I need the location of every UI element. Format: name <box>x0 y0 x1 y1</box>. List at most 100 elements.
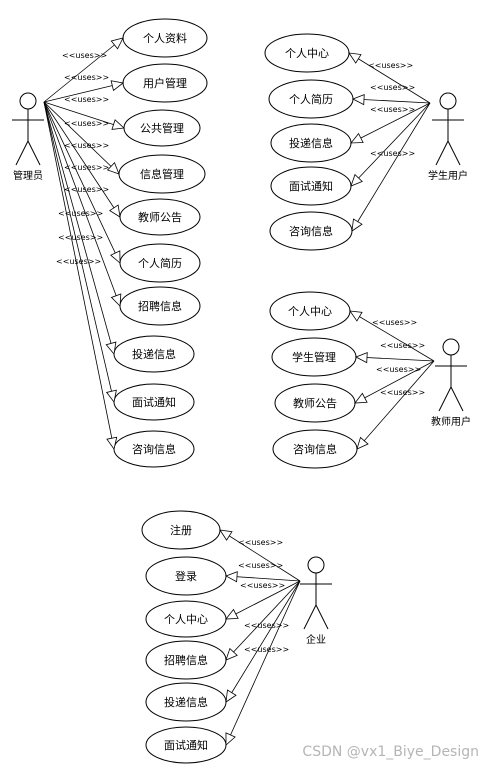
teacher-assoc-4-arrowhead <box>356 436 369 450</box>
student-assoc-4-arrowhead <box>350 173 363 187</box>
company-assoc-3-stereotype: <<uses>> <box>240 581 285 590</box>
company-uc-2-label: 登录 <box>175 569 197 583</box>
admin-assoc-2-line <box>43 82 124 103</box>
admin-assoc-1-arrowhead <box>110 37 124 50</box>
teacher-assoc-1-line <box>349 310 435 362</box>
student-assoc-5-arrowhead <box>351 218 363 232</box>
admin-assoc-8-arrowhead <box>105 341 117 355</box>
teacher-assoc-3-line <box>354 360 435 404</box>
student-uc-5-label: 咨询信息 <box>289 224 333 238</box>
admin-assoc-9-arrowhead <box>105 389 117 403</box>
company-assoc-4-stereotype: <<uses>> <box>244 621 289 630</box>
company-assoc-5-arrowhead <box>225 689 237 703</box>
student-uc-3-label: 投递信息 <box>289 136 333 150</box>
company-actor-label: 企业 <box>306 633 326 646</box>
teacher-actor-leg-left <box>438 386 452 412</box>
admin-uc-7-label: 招聘信息 <box>138 299 182 313</box>
company-assoc-5-line <box>225 580 301 703</box>
admin-assoc-7-line <box>43 101 121 307</box>
admin-actor-leg-left <box>15 140 29 166</box>
admin-uc-9-label: 面试通知 <box>132 395 176 409</box>
student-assoc-5-line <box>351 102 431 232</box>
company-actor-head <box>307 556 325 574</box>
teacher-uc-1-label: 个人中心 <box>288 305 332 318</box>
student-assoc-1-arrowhead <box>348 52 362 64</box>
company-assoc-1-stereotype: <<uses>> <box>238 538 283 547</box>
admin-assoc-3-stereotype: <<uses>> <box>64 95 109 104</box>
admin-assoc-6-arrowhead <box>110 250 121 264</box>
teacher-actor-label: 教师用户 <box>431 415 471 428</box>
student-uc-1-label: 个人中心 <box>285 47 329 60</box>
admin-assoc-3-arrowhead <box>111 119 125 130</box>
student-assoc-2-arrowhead <box>352 93 365 106</box>
company-uc-6-label: 面试通知 <box>164 738 208 752</box>
admin-assoc-7-arrowhead <box>110 293 122 307</box>
admin-assoc-10-stereotype: <<uses>> <box>56 257 101 266</box>
admin-assoc-5-line <box>43 101 121 218</box>
admin-assoc-5-arrowhead <box>109 204 121 218</box>
company-assoc-4-line <box>225 580 301 661</box>
teacher-assoc-2-arrowhead <box>355 351 368 364</box>
admin-assoc-4-stereotype: <<uses>> <box>64 119 109 128</box>
teacher-assoc-1-arrowhead <box>349 310 363 322</box>
teacher-assoc-1-stereotype: <<uses>> <box>372 318 417 327</box>
company-assoc-3-arrowhead <box>225 608 239 620</box>
company-assoc-4-arrowhead <box>225 647 238 661</box>
company-actor <box>300 556 332 630</box>
admin-assoc-2-stereotype: <<uses>> <box>64 73 109 82</box>
admin-assoc-8-stereotype: <<uses>> <box>58 209 103 218</box>
student-assoc-4-stereotype: <<uses>> <box>370 149 415 158</box>
student-assoc-4-line <box>350 102 431 187</box>
company-assoc-2-stereotype: <<uses>> <box>238 561 283 570</box>
admin-assoc-9-stereotype: <<uses>> <box>58 233 103 242</box>
admin-actor-label: 管理员 <box>13 169 43 182</box>
admin-assoc-10-line <box>43 101 115 450</box>
student-actor-leg-right <box>447 140 461 166</box>
admin-actor <box>12 92 44 166</box>
admin-uc-10-label: 咨询信息 <box>132 442 176 456</box>
admin-uc-2-label: 用户管理 <box>143 76 187 90</box>
student-uc-2-label: 个人简历 <box>289 92 333 106</box>
admin-assoc-2-arrowhead <box>110 80 124 92</box>
admin-assoc-6-line <box>43 101 121 264</box>
student-actor-label: 学生用户 <box>428 169 468 182</box>
student-assoc-1-line <box>348 52 431 104</box>
company-uc-4-label: 招聘信息 <box>164 653 208 667</box>
teacher-assoc-4-stereotype: <<uses>> <box>380 388 425 397</box>
company-assoc-1-arrowhead <box>219 529 233 541</box>
admin-uc-3-label: 公共管理 <box>140 121 184 135</box>
company-assoc-6-line <box>225 580 301 746</box>
teacher-uc-4-label: 咨询信息 <box>293 442 337 456</box>
admin-assoc-1-line <box>43 37 124 103</box>
admin-assoc-1-stereotype: <<uses>> <box>62 51 107 60</box>
student-assoc-1-stereotype: <<uses>> <box>368 61 413 70</box>
company-assoc-5-stereotype: <<uses>> <box>244 645 289 654</box>
admin-assoc-3-line <box>43 101 125 129</box>
admin-assoc-5-stereotype: <<uses>> <box>64 141 109 150</box>
student-assoc-2-line <box>352 98 431 104</box>
admin-uc-1-label: 个人资料 <box>143 31 187 45</box>
teacher-assoc-3-stereotype: <<uses>> <box>376 365 421 374</box>
admin-uc-8-label: 投递信息 <box>132 347 176 361</box>
teacher-assoc-2-stereotype: <<uses>> <box>380 341 425 350</box>
teacher-uc-2-label: 学生管理 <box>292 350 336 364</box>
admin-uc-4-label: 信息管理 <box>140 167 184 181</box>
company-assoc-3-line <box>225 580 301 620</box>
student-assoc-3-stereotype: <<uses>> <box>370 105 415 114</box>
student-assoc-2-stereotype: <<uses>> <box>370 83 415 92</box>
teacher-assoc-2-line <box>355 356 435 362</box>
admin-assoc-8-line <box>43 101 115 355</box>
student-actor <box>432 92 464 166</box>
company-uc-3-label: 个人中心 <box>164 613 208 626</box>
teacher-assoc-4-line <box>356 360 435 450</box>
company-assoc-2-line <box>225 575 301 582</box>
student-actor-leg-left <box>435 140 449 166</box>
teacher-actor-leg-right <box>450 386 464 412</box>
teacher-uc-3-label: 教师公告 <box>293 397 337 410</box>
teacher-actor-head <box>442 338 460 356</box>
admin-uc-6-label: 个人简历 <box>138 256 182 270</box>
student-actor-head <box>439 92 457 110</box>
admin-uc-5-label: 教师公告 <box>138 211 182 224</box>
admin-assoc-6-stereotype: <<uses>> <box>64 163 109 172</box>
